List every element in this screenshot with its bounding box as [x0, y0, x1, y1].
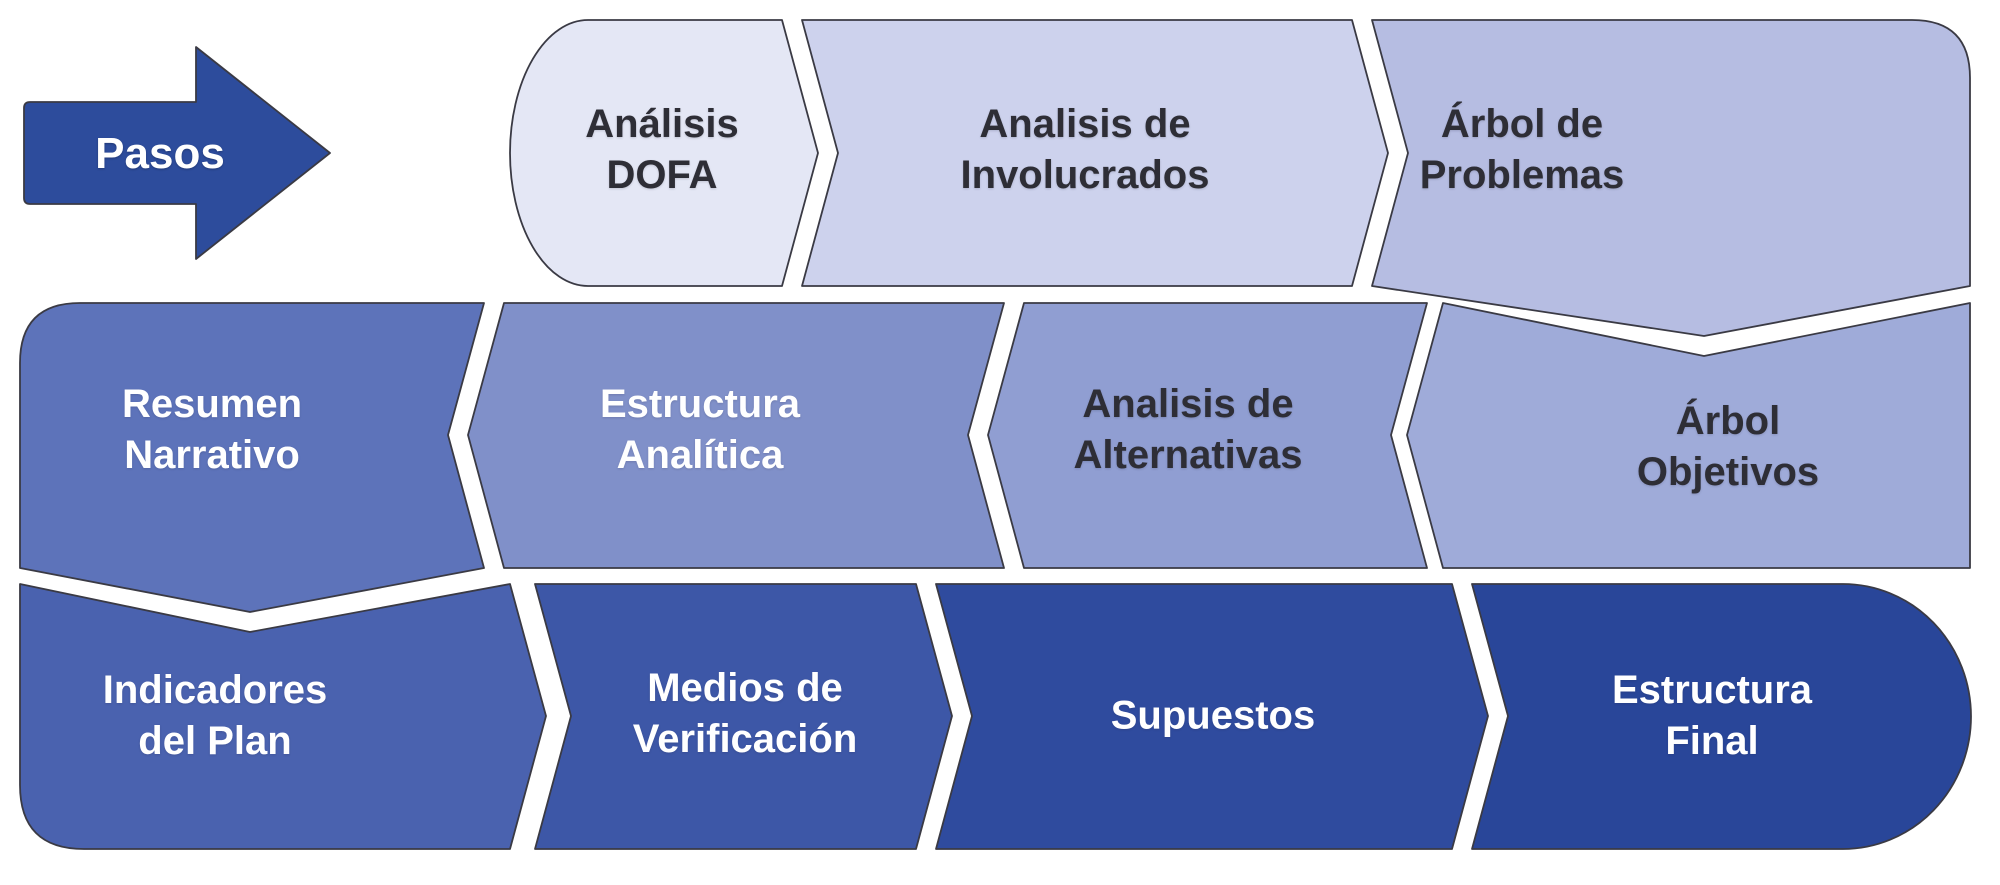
step-shape-resumen-narrativo — [19, 302, 485, 613]
step-shape-estructura-final — [1471, 583, 1972, 850]
step-shape-indicadores-del-plan — [19, 583, 547, 850]
step-shape-analisis-de-involucrados — [801, 19, 1389, 287]
step-shape-arbol-objetivos — [1406, 302, 1971, 569]
step-shape-arbol-de-problemas — [1371, 19, 1971, 337]
step-shape-analisis-de-alternativas — [987, 302, 1428, 569]
step-shape-supuestos — [935, 583, 1489, 850]
step-shape-analisis-dofa — [509, 19, 819, 287]
step-shape-estructura-analitica — [467, 302, 1005, 569]
pasos-arrow-shape — [23, 46, 331, 260]
step-shape-medios-de-verificacion — [534, 583, 953, 850]
